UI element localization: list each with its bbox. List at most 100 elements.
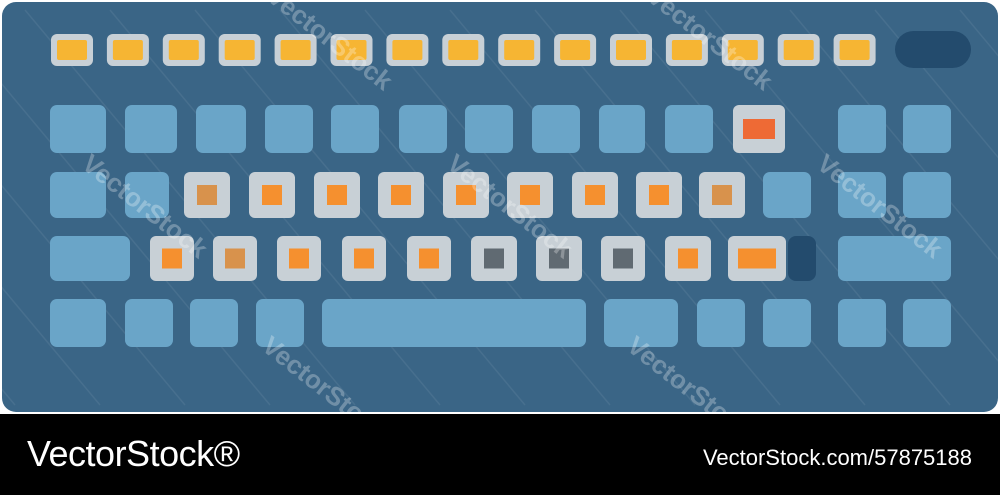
key bbox=[125, 172, 169, 218]
key bbox=[196, 105, 246, 153]
key-fill bbox=[197, 185, 217, 205]
key-fill bbox=[112, 40, 143, 60]
framed-key bbox=[572, 172, 618, 218]
framed-key bbox=[407, 236, 451, 281]
framed-key bbox=[507, 172, 553, 218]
key-fill bbox=[585, 185, 605, 205]
function-key bbox=[610, 34, 652, 66]
diagonal-line bbox=[0, 284, 101, 406]
framed-key bbox=[728, 236, 786, 281]
key-fill bbox=[289, 248, 309, 269]
function-key bbox=[665, 34, 708, 66]
key bbox=[331, 105, 379, 153]
function-key bbox=[218, 34, 261, 66]
framed-key bbox=[378, 172, 424, 218]
framed-key bbox=[150, 236, 194, 281]
key-fill bbox=[391, 185, 411, 205]
key bbox=[190, 299, 238, 347]
framed-key bbox=[314, 172, 360, 218]
key-fill bbox=[504, 40, 535, 60]
framed-key bbox=[342, 236, 386, 281]
key bbox=[697, 299, 745, 347]
key bbox=[763, 299, 811, 347]
key-fill bbox=[727, 40, 758, 60]
function-key bbox=[442, 34, 485, 66]
framed-key bbox=[536, 236, 582, 281]
key bbox=[125, 299, 173, 347]
stock-id: VectorStock.com/57875188 bbox=[702, 445, 972, 470]
keyboard-body bbox=[2, 2, 998, 412]
key-fill bbox=[613, 248, 633, 269]
key-fill bbox=[783, 40, 814, 60]
framed-key bbox=[184, 172, 230, 218]
function-key bbox=[106, 34, 149, 66]
status-indicator bbox=[895, 31, 971, 68]
key bbox=[399, 105, 447, 153]
function-key bbox=[721, 34, 764, 66]
function-key bbox=[274, 34, 317, 66]
key bbox=[665, 105, 713, 153]
key-fill bbox=[743, 119, 775, 139]
key bbox=[838, 299, 886, 347]
key-fill bbox=[262, 185, 282, 205]
key-fill bbox=[224, 40, 255, 60]
function-key bbox=[162, 34, 205, 66]
key-fill bbox=[712, 185, 732, 205]
key-fill bbox=[162, 248, 182, 269]
framed-key bbox=[699, 172, 745, 218]
key-fill bbox=[327, 185, 347, 205]
framed-key bbox=[471, 236, 517, 281]
key-fill bbox=[448, 40, 479, 60]
key bbox=[532, 105, 580, 153]
key bbox=[50, 172, 106, 218]
brand-logo: VectorStock® bbox=[27, 433, 240, 474]
key-fill bbox=[549, 248, 569, 269]
key bbox=[50, 105, 106, 153]
key bbox=[599, 105, 645, 153]
framed-key bbox=[249, 172, 295, 218]
key bbox=[256, 299, 304, 347]
key-fill bbox=[419, 248, 439, 269]
key bbox=[265, 105, 313, 153]
function-key bbox=[554, 34, 597, 66]
key bbox=[465, 105, 513, 153]
key bbox=[604, 299, 678, 347]
key-fill bbox=[456, 185, 476, 205]
framed-key bbox=[665, 236, 711, 281]
key-fill bbox=[392, 40, 423, 60]
key-fill bbox=[671, 40, 702, 60]
function-key bbox=[777, 34, 820, 66]
key bbox=[50, 299, 106, 347]
key bbox=[903, 105, 951, 153]
indicator-key bbox=[788, 236, 816, 281]
key-fill bbox=[560, 40, 591, 60]
function-key bbox=[498, 34, 541, 66]
key-fill bbox=[616, 40, 646, 60]
key bbox=[903, 172, 951, 218]
key bbox=[838, 172, 886, 218]
key bbox=[322, 299, 586, 347]
function-key bbox=[833, 34, 876, 66]
key-fill bbox=[57, 40, 87, 60]
key bbox=[838, 236, 951, 281]
key-fill bbox=[280, 40, 311, 60]
framed-key bbox=[636, 172, 682, 218]
key-fill bbox=[839, 40, 870, 60]
framed-key bbox=[443, 172, 489, 218]
key-fill bbox=[336, 40, 367, 60]
key-fill bbox=[738, 248, 776, 269]
function-key bbox=[330, 34, 373, 66]
framed-key bbox=[277, 236, 321, 281]
key-fill bbox=[520, 185, 540, 205]
key-fill bbox=[484, 248, 504, 269]
footer-bar bbox=[0, 414, 1000, 495]
key bbox=[763, 172, 811, 218]
key bbox=[903, 299, 951, 347]
framed-key bbox=[213, 236, 257, 281]
key-fill bbox=[354, 248, 374, 269]
diagonal-line bbox=[874, 9, 1000, 161]
key-fill bbox=[678, 248, 698, 269]
key-fill bbox=[649, 185, 669, 205]
key bbox=[838, 105, 886, 153]
